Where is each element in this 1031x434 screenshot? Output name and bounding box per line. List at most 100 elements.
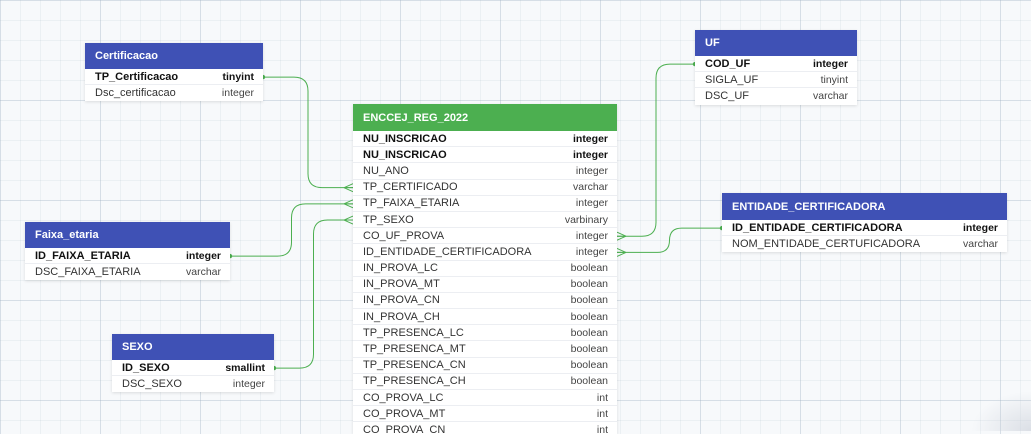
field-name: NU_INSCRICAO	[363, 148, 447, 161]
field-type: boolean	[570, 278, 608, 291]
field-name: CO_PROVA_CN	[363, 424, 446, 434]
field-name: TP_Certificacao	[95, 70, 179, 83]
field-name: DSC_FAIXA_ETARIA	[35, 266, 141, 279]
field-type: integer	[572, 132, 608, 145]
field-type: integer	[575, 229, 608, 242]
field-type: boolean	[570, 294, 608, 307]
field-type: tinyint	[222, 70, 255, 83]
field-name: TP_FAIXA_ETARIA	[363, 197, 460, 210]
field-type: integer	[185, 249, 221, 262]
field-type: boolean	[570, 359, 608, 372]
relation-line	[260, 74, 354, 193]
field-type: varchar	[185, 266, 221, 279]
field-type: integer	[575, 197, 608, 210]
table-header[interactable]: ENTIDADE_CERTIFICADORA	[722, 193, 1007, 220]
field-type: integer	[575, 164, 608, 177]
field-name: ID_ENTIDADE_CERTIFICADORA	[363, 245, 532, 258]
table-title: ENCCEJ_REG_2022	[363, 111, 469, 124]
field-name: CO_PROVA_MT	[363, 407, 446, 420]
table-header[interactable]: Certificacao	[85, 43, 263, 69]
field-type: integer	[812, 57, 848, 70]
field-name: CO_PROVA_LC	[363, 391, 444, 404]
table-header[interactable]: UF	[695, 30, 857, 56]
field-name: IN_PROVA_LC	[363, 262, 438, 275]
field-row[interactable]: CO_PROVA_CN int	[353, 422, 617, 434]
field-name: IN_PROVA_CN	[363, 294, 440, 307]
field-name: IN_PROVA_MT	[363, 278, 440, 291]
field-name: IN_PROVA_CH	[363, 310, 440, 323]
field-row[interactable]: IN_PROVA_MT boolean	[353, 277, 617, 293]
field-name: TP_PRESENCA_MT	[363, 343, 466, 356]
table-header[interactable]: ENCCEJ_REG_2022	[353, 104, 617, 131]
table-header[interactable]: SEXO	[112, 334, 274, 360]
field-type: int	[596, 424, 608, 434]
field-name: DSC_SEXO	[122, 378, 182, 391]
relation-many-end	[616, 247, 627, 257]
field-type: int	[596, 391, 608, 404]
field-name: DSC_UF	[705, 90, 750, 103]
relation-many-end	[616, 231, 627, 241]
relation-line	[616, 225, 725, 257]
field-type: boolean	[570, 262, 608, 275]
field-row[interactable]: IN_PROVA_CN boolean	[353, 293, 617, 310]
field-name: SIGLA_UF	[705, 73, 759, 86]
field-row[interactable]: SIGLA_UF tinyint	[695, 72, 857, 89]
relation-line	[616, 61, 698, 241]
field-row[interactable]: TP_PRESENCA_MT boolean	[353, 341, 617, 358]
field-type: tinyint	[820, 73, 848, 86]
field-name: NOM_ENTIDADE_CERTUFICADORA	[732, 238, 921, 251]
field-row[interactable]: COD_UF integer	[695, 56, 857, 73]
field-row[interactable]: NU_INSCRICAO integer	[353, 147, 617, 164]
table-title: Certificacao	[95, 50, 158, 62]
field-row[interactable]: IN_PROVA_CH boolean	[353, 309, 617, 326]
field-row[interactable]: IN_PROVA_LC boolean	[353, 261, 617, 277]
field-name: Dsc_certificacao	[95, 87, 176, 100]
field-row[interactable]: TP_SEXO varbinary	[353, 212, 617, 229]
field-type: varchar	[962, 238, 998, 251]
relation-many-end	[343, 183, 354, 193]
field-row[interactable]: TP_FAIXA_ETARIA integer	[353, 196, 617, 212]
relation-many-end	[343, 199, 354, 209]
field-name: TP_SEXO	[363, 213, 414, 226]
field-row[interactable]: NOM_ENTIDADE_CERTUFICADORA varchar	[722, 236, 1007, 252]
field-type: boolean	[570, 375, 608, 388]
relation-line	[271, 215, 354, 371]
table-title: Faixa_etaria	[35, 229, 99, 241]
field-type: boolean	[570, 310, 608, 323]
field-type: boolean	[570, 343, 608, 356]
relation-many-end	[343, 215, 354, 225]
field-type: integer	[572, 148, 608, 161]
field-row[interactable]: CO_PROVA_LC int	[353, 390, 617, 407]
field-row[interactable]: TP_Certificacao tinyint	[85, 69, 263, 86]
field-name: COD_UF	[705, 57, 751, 70]
field-row[interactable]: DSC_FAIXA_ETARIA varchar	[25, 264, 230, 280]
table-header[interactable]: Faixa_etaria	[25, 222, 230, 248]
field-name: ID_SEXO	[122, 361, 170, 374]
field-type: varbinary	[564, 213, 608, 226]
table-entidade-certificadora[interactable]: ENTIDADE_CERTIFICADORA ID_ENTIDADE_CERTI…	[722, 193, 1007, 253]
